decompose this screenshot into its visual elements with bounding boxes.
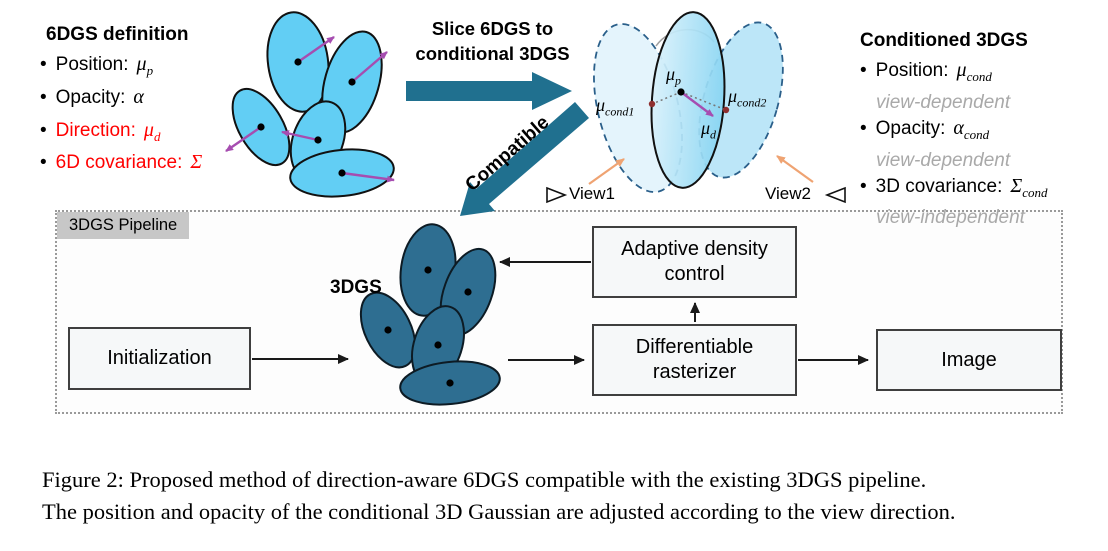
image-box: Image [876,329,1062,391]
view-dependency-note: view-dependent [876,149,1011,171]
math-symbol: α [133,85,144,108]
bullet: • [40,119,47,141]
bullet: • [860,175,867,197]
6dgs-gaussian-cluster [225,11,395,198]
definition-item: •6D covariance:Σ [40,151,203,174]
gaussian-center-dot [384,326,392,334]
mu-cond2-dot [722,106,730,114]
gaussian-center-dot [464,288,472,296]
camera-icon [824,186,846,204]
cond1-connector-line [651,91,682,105]
view1-label: View1 [569,184,615,203]
mu-d-label: μd [701,118,717,142]
conditioned-item: •Opacity:αcond [860,116,990,142]
definition-item: •Direction:μd [40,118,161,144]
math-symbol: Σ [190,151,203,174]
bullet: • [40,86,47,108]
figure-caption-line1: Figure 2: Proposed method of direction-a… [42,467,927,492]
direction-arrow [281,130,319,142]
mu-d-direction-arrow [680,91,714,117]
cond2-connector-line [680,91,727,111]
math-symbol: Σcond [1010,174,1048,200]
view1-arrow [588,158,625,185]
slice-arrow-label: Slice 6DGS to conditional 3DGS [415,18,570,64]
6d-gaussian-ellipse [650,11,726,189]
view-dependency-note: view-independent [876,207,1025,229]
conditioned-item: •3D covariance:Σcond [860,174,1048,200]
adaptive-density-control-box: Adaptive density control [592,226,797,298]
gaussian-center-dot [424,266,432,274]
3dgs-gaussian-cluster [359,223,501,406]
gaussian-center-dot [446,379,454,387]
conditioned-3dgs-block: Conditioned 3DGS •Position:μcond view-de… [860,30,1048,230]
mu-cond2-label: μcond2 [728,86,767,110]
differentiable-rasterizer-box: Differentiable rasterizer [592,324,797,396]
conditional-gaussian-group [593,11,784,193]
direction-arrow [297,36,335,63]
view-dependency-note: view-dependent [876,91,1011,113]
mu-p-label: μp [666,64,682,88]
initialization-box: Initialization [68,327,251,390]
view2-label: View2 [765,184,811,203]
slice-block-arrow [406,72,572,110]
camera-icon [546,186,568,204]
gaussian-center-dot [434,341,442,349]
math-symbol: μd [143,118,161,144]
definition-item: •Position:μp [40,53,154,78]
bullet: • [40,152,47,174]
mu-cond1-dot [648,100,656,108]
pipeline-title: 3DGS Pipeline [57,212,190,239]
direction-arrow [225,126,262,152]
gaussian-center-dot [294,58,302,66]
mu-cond1-label: μcond1 [596,95,635,119]
figure-caption-line2: The position and opacity of the conditio… [42,499,956,524]
compatible-block-arrow [460,102,589,216]
gaussian-center-dot [257,123,265,131]
gaussian-center-dot [348,78,356,86]
bullet: • [860,60,867,81]
mu-p-dot [677,88,685,96]
definition-title: 6DGS definition [46,24,189,45]
math-symbol: αcond [953,116,990,142]
gaussian-center-dot [338,169,346,177]
math-symbol: μcond [956,59,992,84]
math-symbol: μp [136,53,154,78]
definition-item: •Opacity:α [40,85,144,108]
direction-arrow [351,51,388,83]
view2-arrow [776,155,814,183]
conditioned-item: •Position:μcond [860,59,992,84]
6dgs-definition-block: 6DGS definition •Position:μp •Opacity:α … [40,24,202,182]
3dgs-cluster-label: 3DGS [330,277,382,298]
gaussian-center-dot [314,136,322,144]
bullet: • [40,54,47,75]
conditioned-title: Conditioned 3DGS [860,30,1028,51]
bullet: • [860,117,867,139]
direction-arrow [341,171,395,183]
